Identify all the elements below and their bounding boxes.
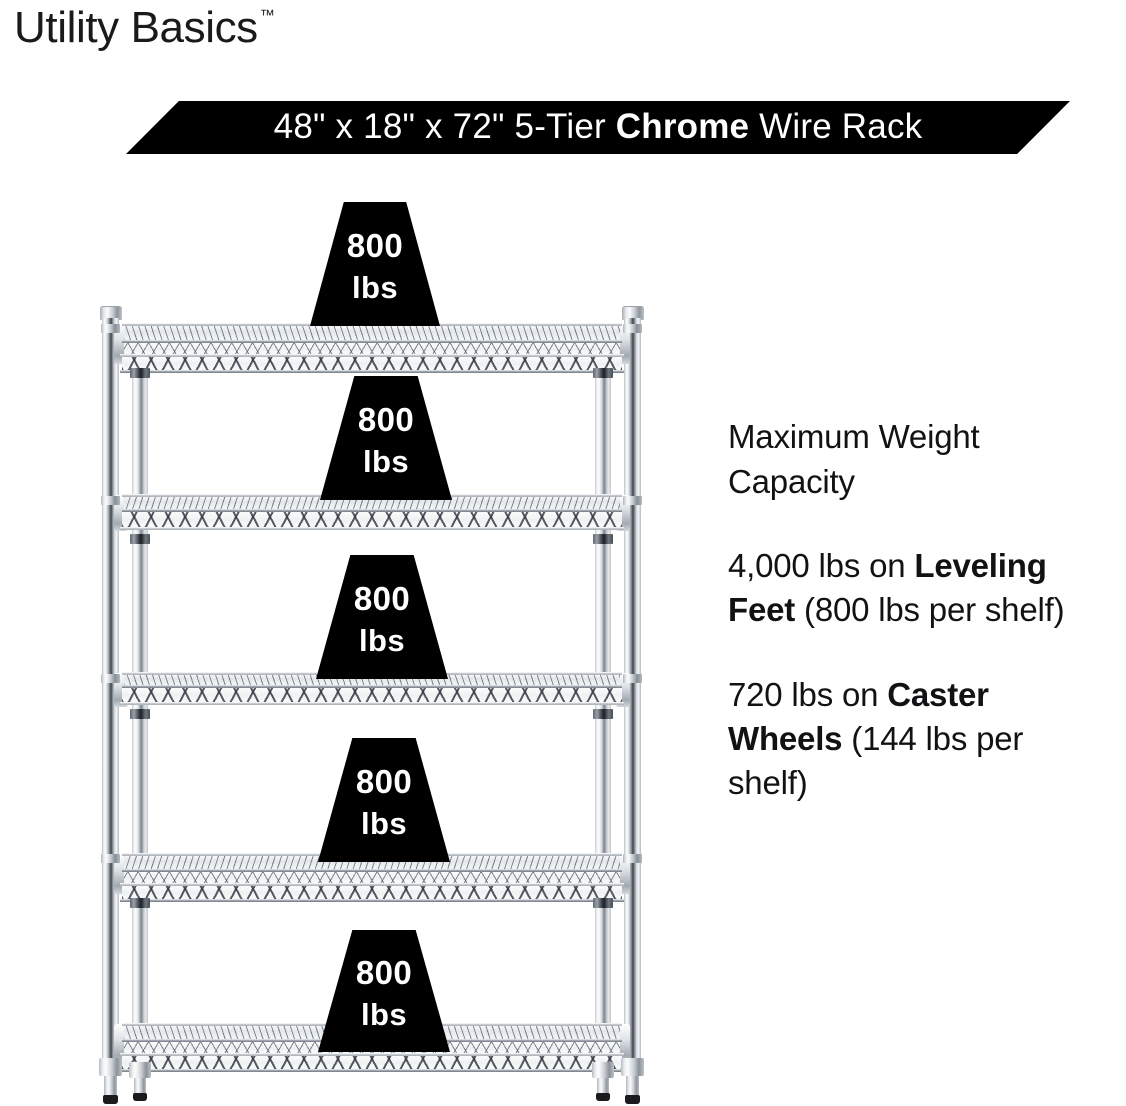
leveling-foot-pad-front-right bbox=[596, 1093, 610, 1101]
shelf-truss-lower bbox=[122, 357, 622, 371]
weight-value: 800 bbox=[346, 227, 404, 265]
shelf-rail-mid bbox=[122, 509, 622, 512]
title-dimensions: 48" x 18" x 72" 5-Tier bbox=[273, 107, 616, 146]
shelf-collar-3-left bbox=[130, 709, 150, 719]
brand-logo: Utility Basics ™ bbox=[14, 6, 275, 50]
weight-value: 800 bbox=[355, 763, 413, 801]
weight-unit: lbs bbox=[361, 805, 407, 841]
title-type: Wire Rack bbox=[749, 107, 923, 146]
shelf-truss-lower bbox=[122, 1056, 622, 1070]
leveling-foot-pad-back-right bbox=[625, 1095, 640, 1104]
shelf-collar-2-left bbox=[130, 534, 150, 544]
leveling-detail: (800 lbs per shelf) bbox=[795, 591, 1065, 629]
shelf-truss-lower bbox=[122, 688, 622, 703]
leveling-emphasis: Leveling Feet bbox=[728, 547, 1047, 629]
leveling-foot-pad-front-left bbox=[133, 1093, 147, 1101]
shelf-deck bbox=[124, 495, 620, 510]
leveling-foot-collar-front-right bbox=[592, 1062, 614, 1078]
post-collar-4-back-left bbox=[101, 854, 120, 863]
post-collar-1-back-left bbox=[101, 324, 120, 333]
shelf-rail-bottom bbox=[120, 899, 624, 902]
shelf-collar-1-left bbox=[130, 368, 150, 378]
post-cap-back-right bbox=[622, 306, 644, 320]
post-collar-2-back-left bbox=[101, 496, 120, 505]
caster-emphasis: Caster Wheels bbox=[728, 675, 989, 757]
shelf-rail-lower bbox=[120, 883, 624, 886]
shelf-truss-lower bbox=[122, 512, 622, 528]
weight-value: 800 bbox=[357, 401, 415, 439]
shelf-collar-4-left bbox=[130, 898, 150, 908]
weight-value: 800 bbox=[355, 954, 413, 992]
shelf-collar-1-right bbox=[593, 368, 613, 378]
shelf-collar-4-right bbox=[593, 898, 613, 908]
shelf-rail-bottom bbox=[120, 370, 624, 373]
shelf-rail-mid bbox=[122, 685, 622, 688]
shelf-tier-1 bbox=[114, 320, 630, 376]
shelf-truss-upper bbox=[124, 872, 620, 884]
leveling-total: 4,000 lbs on bbox=[728, 547, 915, 585]
weight-unit: lbs bbox=[359, 622, 405, 658]
post-collar-3-back-left bbox=[101, 674, 120, 683]
post-collar-2-back-right bbox=[623, 496, 642, 505]
product-title: 48" x 18" x 72" 5-Tier Chrome Wire Rack bbox=[274, 109, 923, 146]
weight-unit: lbs bbox=[363, 443, 409, 479]
shelf-deck bbox=[124, 854, 620, 870]
shelf-rail-mid bbox=[122, 869, 622, 872]
shelf-rail-mid bbox=[122, 340, 622, 343]
title-finish: Chrome bbox=[615, 107, 750, 146]
post-collar-3-back-right bbox=[623, 674, 642, 683]
leveling-foot-stem-back-right bbox=[626, 1076, 639, 1096]
shelf-truss-lower bbox=[122, 886, 622, 900]
post-collar-1-back-right bbox=[623, 324, 642, 333]
leveling-foot-collar-front-left bbox=[129, 1062, 151, 1078]
title-banner: 48" x 18" x 72" 5-Tier Chrome Wire Rack bbox=[126, 101, 1070, 154]
leveling-foot-pad-back-left bbox=[103, 1095, 118, 1104]
leveling-foot-stem-front-right bbox=[597, 1078, 609, 1094]
shelf-rail-bottom bbox=[120, 527, 624, 530]
shelf-truss-upper bbox=[124, 343, 620, 355]
capacity-heading: Maximum Weight Capacity bbox=[728, 418, 980, 500]
weight-unit: lbs bbox=[352, 269, 398, 305]
caster-total: 720 lbs on bbox=[728, 675, 888, 713]
shelf-rail-lower bbox=[120, 354, 624, 357]
shelf-rail-bottom bbox=[120, 1069, 624, 1072]
weight-value: 800 bbox=[353, 580, 411, 618]
leveling-foot-stem-back-left bbox=[104, 1076, 117, 1096]
trademark-symbol: ™ bbox=[259, 7, 275, 24]
shelf-rail-bottom bbox=[120, 702, 624, 705]
capacity-info-panel: Maximum Weight Capacity 4,000 lbs on Lev… bbox=[728, 415, 1110, 805]
shelf-collar-3-right bbox=[593, 709, 613, 719]
post-collar-4-back-right bbox=[623, 854, 642, 863]
shelf-collar-2-right bbox=[593, 534, 613, 544]
weight-capacity-badge-shelf-1: 800 lbs bbox=[310, 202, 440, 326]
capacity-caster-wheels: 720 lbs on Caster Wheels (144 lbs per sh… bbox=[728, 673, 1110, 806]
shelf-deck bbox=[124, 673, 620, 686]
caster-detail: (144 lbs per shelf) bbox=[728, 719, 1024, 801]
shelf-tier-3 bbox=[114, 670, 630, 718]
leveling-foot-collar-back-left bbox=[99, 1058, 122, 1076]
brand-name: Utility Basics bbox=[14, 3, 258, 52]
leveling-foot-stem-front-left bbox=[134, 1078, 146, 1094]
shelf-rail-lower bbox=[120, 1053, 624, 1056]
post-cap-back-left bbox=[100, 306, 122, 320]
capacity-leveling-feet: 4,000 lbs on Leveling Feet (800 lbs per … bbox=[728, 544, 1110, 632]
weight-unit: lbs bbox=[361, 996, 407, 1032]
leveling-foot-collar-back-right bbox=[621, 1058, 644, 1076]
shelf-deck bbox=[124, 324, 620, 341]
